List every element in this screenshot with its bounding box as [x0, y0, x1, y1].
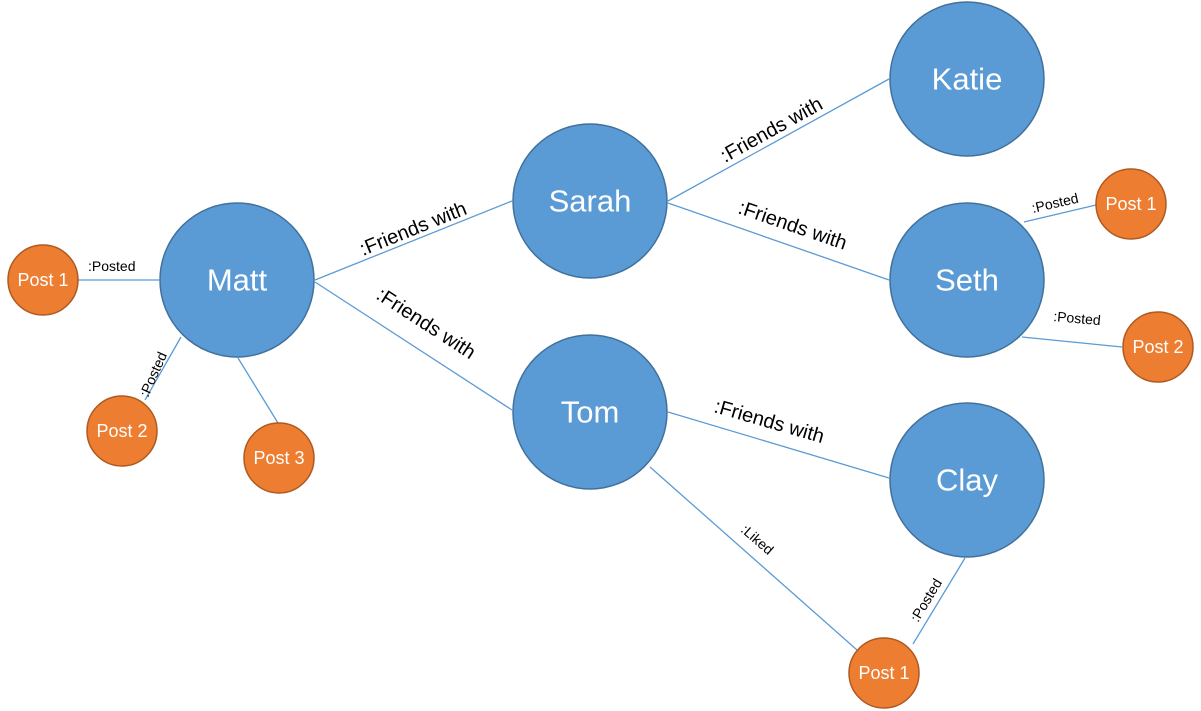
- node-clay: Clay: [889, 402, 1045, 558]
- person-nodes: Matt Sarah Tom Katie Seth Clay: [159, 1, 1045, 558]
- edges: [78, 78, 1123, 651]
- edge-seth-post2: [1021, 336, 1123, 348]
- node-clay-post1-label: Post 1: [858, 663, 909, 683]
- edge-tom-liked-post: [649, 466, 858, 651]
- edge-clay-posted-post: [912, 557, 966, 645]
- edge-seth-post1: [1023, 204, 1097, 223]
- node-katie-label: Katie: [932, 62, 1003, 97]
- edge-matt-post3: [237, 357, 279, 424]
- node-matt: Matt: [159, 202, 315, 358]
- node-seth-post1-label: Post 1: [1105, 194, 1156, 214]
- edge-label-tom-liked: :Liked: [738, 521, 777, 558]
- node-matt-post2: Post 2: [86, 395, 158, 467]
- edge-sarah-seth: [667, 202, 890, 281]
- node-seth-label: Seth: [935, 263, 999, 298]
- edge-matt-tom: [314, 281, 513, 411]
- node-clay-label: Clay: [936, 463, 999, 498]
- edge-label-matt-tom: :Friends with: [372, 284, 479, 364]
- edge-label-matt-post1: :Posted: [88, 258, 135, 274]
- edge-matt-sarah: [314, 200, 513, 281]
- post-nodes: Post 1 Post 2 Post 3 Post 1 Post 2 Post …: [7, 168, 1194, 709]
- node-seth-post1: Post 1: [1095, 168, 1167, 240]
- edge-label-matt-sarah: :Friends with: [357, 198, 470, 261]
- node-seth-post2: Post 2: [1122, 311, 1194, 383]
- edge-label-seth-post1: :Posted: [1030, 190, 1080, 216]
- node-matt-post3: Post 3: [243, 422, 315, 494]
- node-clay-post1: Post 1: [848, 637, 920, 709]
- node-seth-post2-label: Post 2: [1132, 337, 1183, 357]
- node-sarah-label: Sarah: [549, 184, 632, 219]
- node-matt-post1: Post 1: [7, 244, 79, 316]
- node-matt-post1-label: Post 1: [17, 270, 68, 290]
- node-matt-label: Matt: [207, 263, 268, 298]
- node-matt-post3-label: Post 3: [253, 448, 304, 468]
- node-sarah: Sarah: [512, 123, 668, 279]
- node-tom-label: Tom: [561, 395, 620, 430]
- edge-label-tom-clay: :Friends with: [712, 396, 827, 448]
- edge-label-seth-post2: :Posted: [1053, 308, 1102, 328]
- edge-sarah-katie: [667, 78, 890, 202]
- edge-matt-post2: [144, 336, 182, 401]
- edge-label-matt-post2: :Posted: [136, 349, 170, 399]
- node-seth: Seth: [889, 202, 1045, 358]
- node-tom: Tom: [512, 334, 668, 490]
- edge-tom-clay: [667, 411, 890, 479]
- edge-label-sarah-katie: :Friends with: [717, 93, 827, 167]
- node-katie: Katie: [889, 1, 1045, 157]
- node-matt-post2-label: Post 2: [96, 421, 147, 441]
